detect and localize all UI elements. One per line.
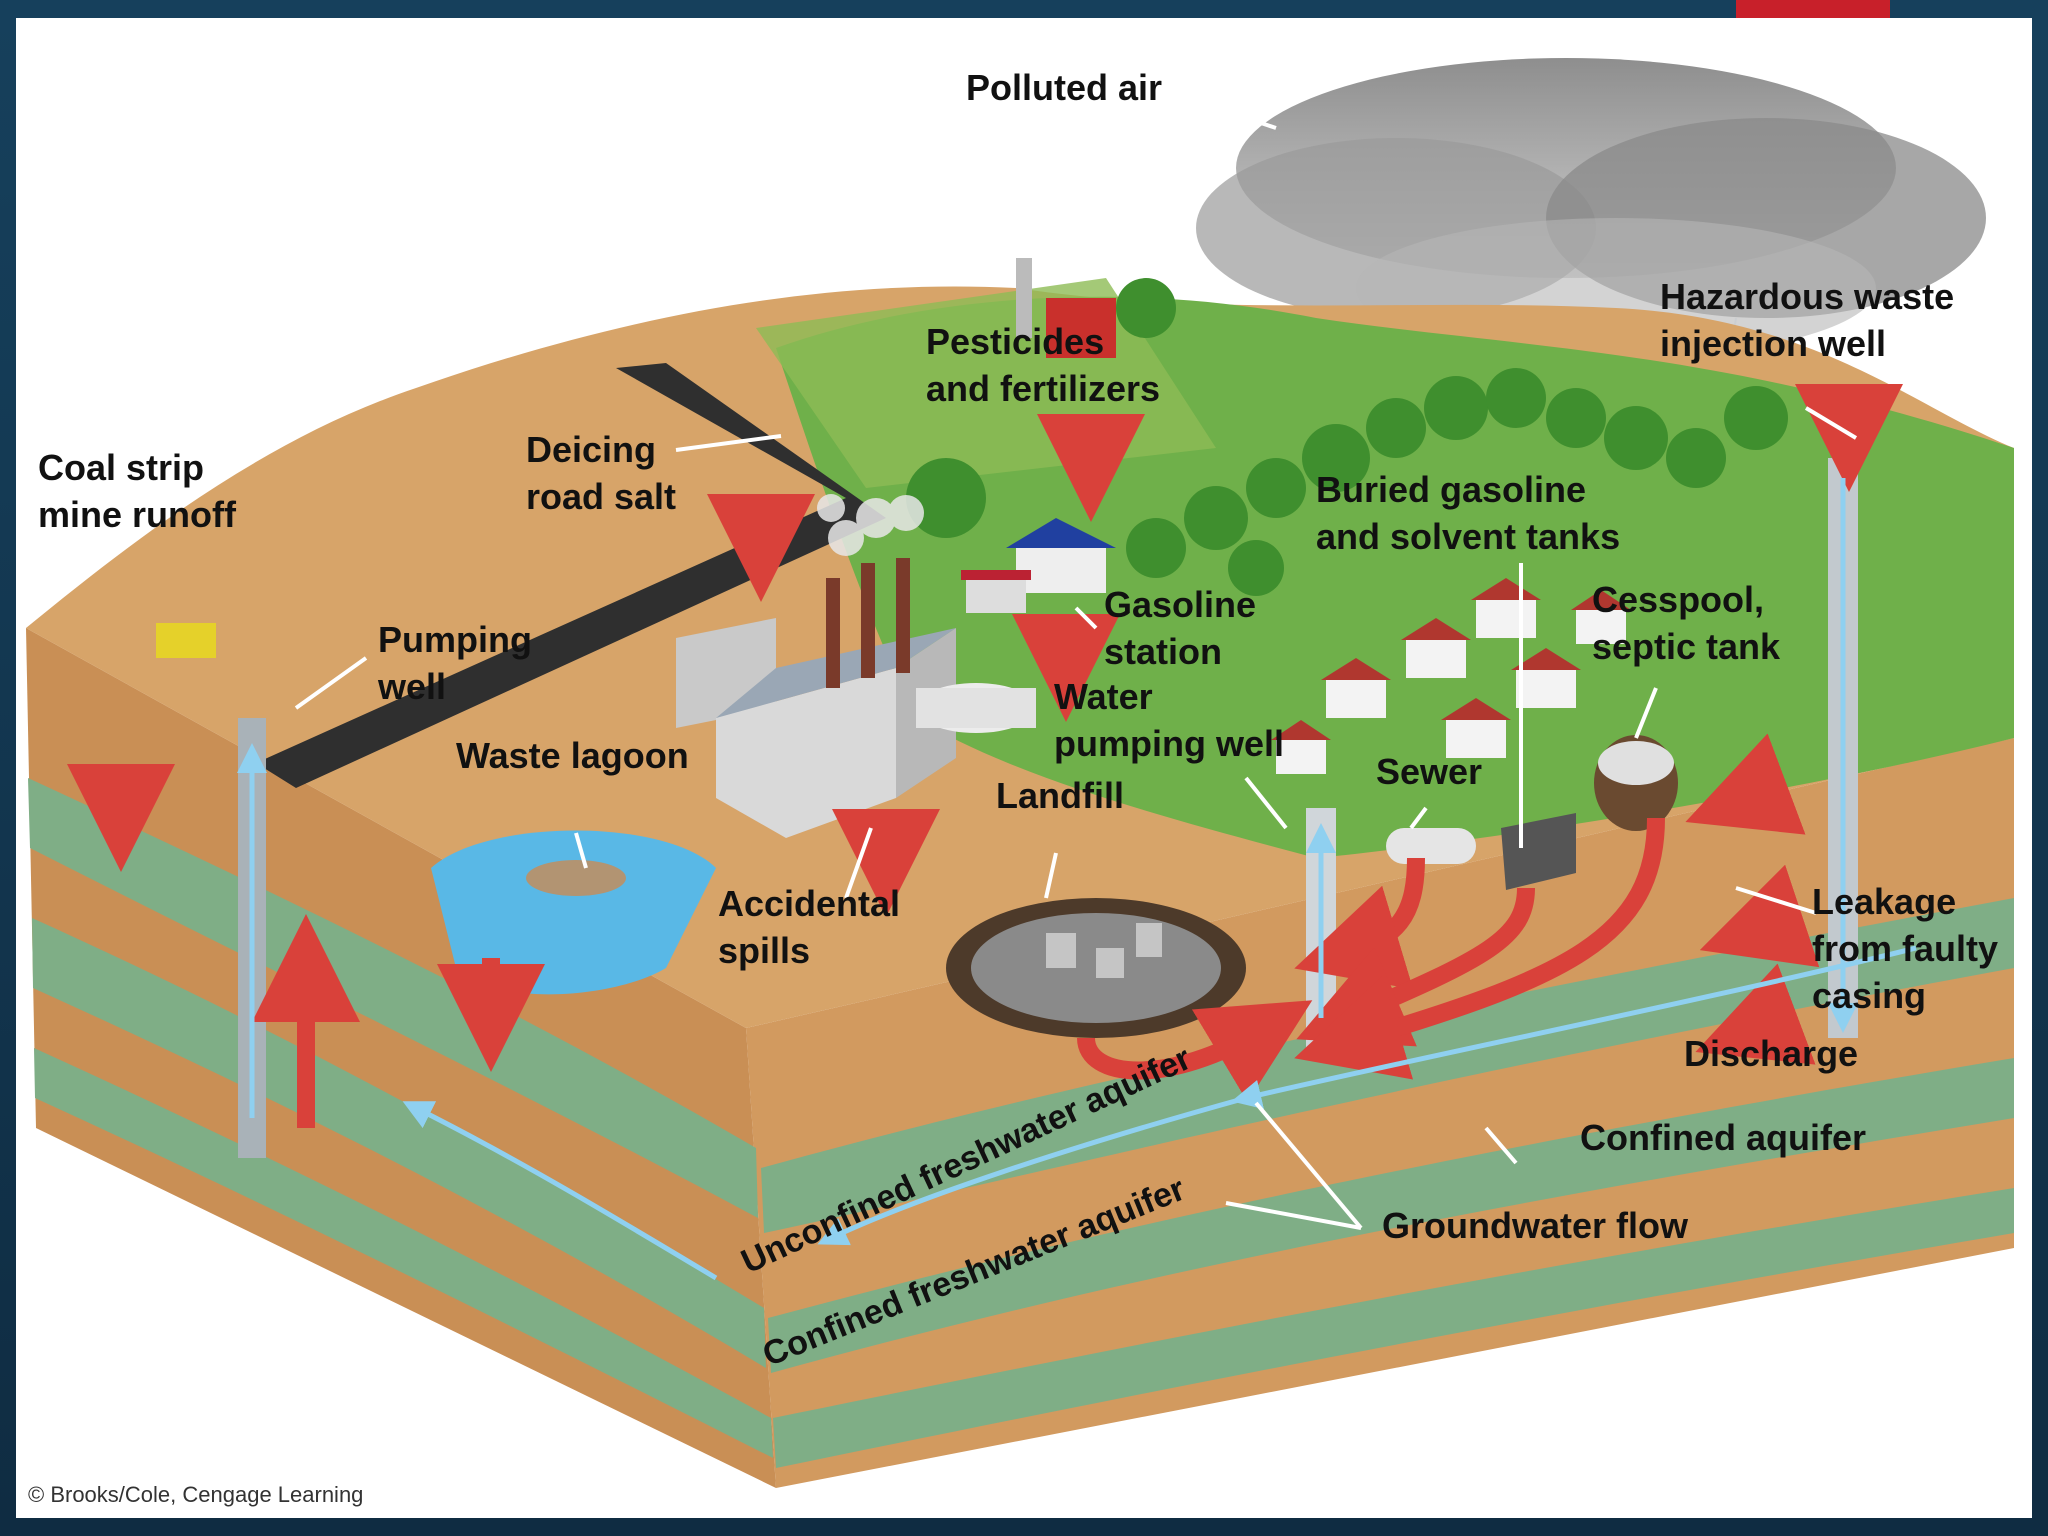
label-landfill: Landfill — [996, 775, 1124, 816]
waste-lagoon-pool — [431, 830, 716, 995]
label-pesticides-and-fertilizers: Pesticides and fertilizers — [926, 321, 1161, 409]
sewer-pipe — [1386, 828, 1476, 864]
trees — [906, 278, 1788, 596]
label-groundwater-flow: Groundwater flow — [1382, 1205, 1688, 1246]
cesspool-tank — [1594, 735, 1678, 831]
houses — [1271, 578, 1631, 774]
credit-text: © Brooks/Cole, Cengage Learning — [28, 1482, 364, 1507]
soil-left-face — [26, 628, 776, 1488]
accent-bar — [1736, 0, 1890, 18]
label-polluted-air: Polluted air — [966, 67, 1163, 108]
pollution-arrows — [67, 384, 1903, 1128]
groundwater-flow-arrows — [237, 478, 1917, 1281]
diagram-canvas: Polluted air Hazardous waste injection w… — [16, 18, 2032, 1518]
barn — [1016, 258, 1116, 358]
groundwater-illustration — [26, 58, 2014, 1488]
label-cesspool-septic-tank: Cesspool, septic tank — [1592, 579, 1781, 667]
label-pumping-well: Pumping well — [378, 619, 532, 707]
label-water-pumping-well: Water pumping well — [1054, 676, 1284, 764]
factory — [676, 494, 1036, 838]
label-hazardous-waste-injection-well: Hazardous waste injection well — [1660, 276, 1955, 364]
leader-lines — [294, 106, 1858, 1230]
label-coal-strip-mine-runoff: Coal strip mine runoff — [38, 447, 236, 535]
pollution-cloud — [1196, 58, 1986, 358]
gasoline-station-building — [961, 518, 1116, 613]
label-sewer: Sewer — [1376, 751, 1483, 792]
label-buried-gasoline-tanks: Buried gasoline and solvent tanks — [1316, 469, 1621, 557]
label-gasoline-station: Gasoline station — [1104, 584, 1257, 672]
label-deicing-road-salt: Deicing road salt — [526, 429, 677, 517]
label-waste-lagoon: Waste lagoon — [456, 735, 689, 776]
landfill-pit — [946, 898, 1246, 1038]
label-accidental-spills: Accidental spills — [718, 883, 901, 971]
label-discharge: Discharge — [1684, 1033, 1859, 1074]
mining-truck — [156, 623, 216, 658]
label-leakage-from-faulty-casing: Leakage from faulty casing — [1812, 881, 1999, 1016]
label-confined-aquifer: Confined aquifer — [1580, 1117, 1866, 1158]
